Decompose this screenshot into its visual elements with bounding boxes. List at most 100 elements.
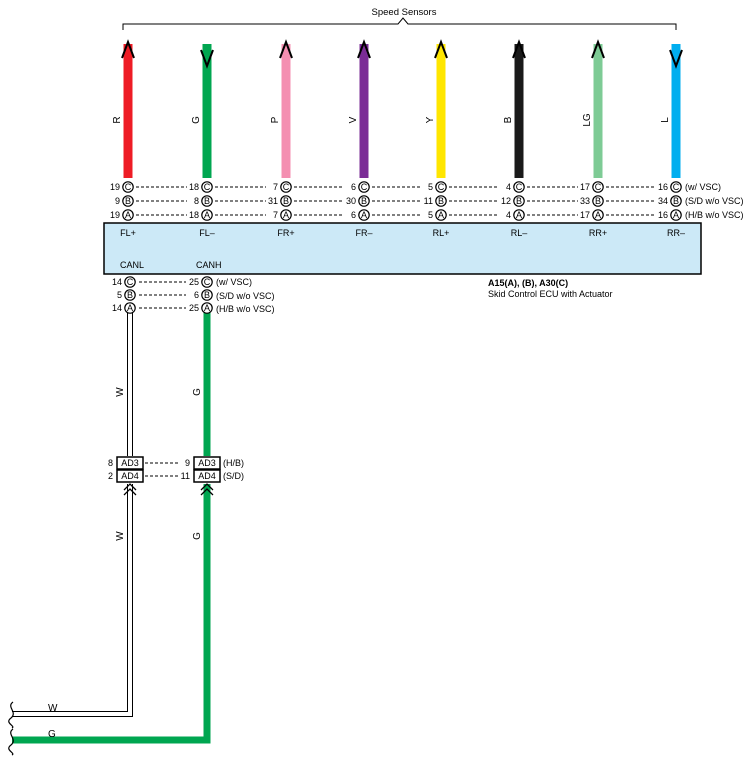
junction-right-ad3-label: AD3 [198,458,216,468]
connector-letter: B [204,196,210,206]
wire-color-label: R [112,116,123,123]
connector-pin-C [435,181,447,193]
connector-letter: C [361,182,368,192]
connector-letter: A [595,210,601,220]
arrow-up-icon [512,39,526,59]
connector-letter: A [361,210,367,220]
can-g-label-bottom: G [48,729,56,740]
connector-letter: C [283,182,290,192]
junction-right-ad4-label: AD4 [198,471,216,481]
pin-number: 4 [506,182,511,192]
wire-break-mark [8,728,14,756]
pin-number: 7 [273,210,278,220]
connector-pin-B [670,195,682,207]
pin-number: 5 [428,210,433,220]
speed-sensors-title: Speed Sensors [372,7,437,18]
pin-number: 31 [268,196,278,206]
can-connector-pin-C [201,276,213,288]
connector-letter: B [283,196,289,206]
junction-right-ad4 [193,469,221,483]
pin-number: 19 [110,182,120,192]
sensor-wire-RL–: B [503,39,526,178]
arrow-up-icon [357,39,371,59]
connector-letter: C [127,277,134,287]
wire-color-label: L [660,117,671,123]
sensor-wire-RR–: L [660,44,683,178]
connector-pin-A [670,209,682,221]
connector-letter: A [283,210,289,220]
connector-letter: A [125,210,131,220]
can-g-wire [12,312,211,744]
connector-pin-A [280,209,292,221]
can-connector-pin-C [124,276,136,288]
pin-number: 11 [424,196,433,206]
junction-left-ad3 [116,456,144,470]
wire-color-label: Y [425,116,436,123]
connector-pin-B [592,195,604,207]
top-note-c: (w/ VSC) [685,182,721,192]
junction-right-pin: 9 [185,458,190,468]
sensor-wire-FL+: R [112,39,135,178]
top-note-b: (S/D w/o VSC) [685,196,744,206]
connector-pin-B [358,195,370,207]
connector-letter: C [204,182,211,192]
top-note-a: (H/B w/o VSC) [685,210,744,220]
ecu-description: Skid Control ECU with Actuator [488,289,613,299]
connector-letter: B [127,290,133,300]
connector-letter: C [125,182,132,192]
ecu-box [103,222,702,275]
ecu-terminal-FR+: FR+ [277,228,294,238]
bottom-note-a: (H/B w/o VSC) [216,304,275,314]
junction-right-ad3 [193,456,221,470]
connector-letter: B [204,290,210,300]
ecu-terminal-RL–: RL– [511,228,528,238]
pin-number: 16 [658,210,668,220]
arrow-up-icon [121,39,135,59]
can-w-label-bottom: W [48,703,58,714]
can-connector-pin-A [201,302,213,314]
arrow-up-icon [591,39,605,59]
connector-pin-A [513,209,525,221]
connector-letter: B [516,196,522,206]
arrow-down-icon [669,49,683,69]
can-w-label-lower: W [115,531,126,541]
connector-letter: C [204,277,211,287]
wire-color-label: LG [582,113,593,127]
wire-color-label: V [348,116,359,123]
connector-pin-B [122,195,134,207]
junction-left-pin: 2 [108,471,113,481]
pin-number: 18 [189,210,199,220]
pin-number: 25 [189,303,199,313]
pin-number: 5 [428,182,433,192]
arrow-up-icon [434,39,448,59]
ecu-terminal-RR+: RR+ [589,228,607,238]
can-connector-pin-B [124,289,136,301]
can-g-label-upper: G [192,388,203,396]
junction-left-ad3-label: AD3 [121,458,139,468]
can-w-label-upper: W [115,387,126,397]
pin-number: 16 [658,182,668,192]
junction-connectors [116,456,221,496]
ecu-terminal-RR–: RR– [667,228,685,238]
bottom-note-b: (S/D w/o VSC) [216,291,275,301]
bottom-note-c: (w/ VSC) [216,277,252,287]
ecu-terminal-FL–: FL– [199,228,215,238]
sensor-wire-FR–: V [348,39,371,178]
pin-number: 14 [112,277,122,287]
connector-pin-C [358,181,370,193]
connector-letter: A [516,210,522,220]
wire-color-label: B [503,116,514,123]
ecu-terminal-RL+: RL+ [433,228,450,238]
connector-letter: B [361,196,367,206]
pin-number: 34 [658,196,668,206]
can-connector-pin-B [201,289,213,301]
connector-letter: C [595,182,602,192]
connector-pin-C [592,181,604,193]
ecu-terminal-FL+: FL+ [120,228,136,238]
connector-pin-A [201,209,213,221]
connector-letter: C [673,182,680,192]
pin-number: 33 [580,196,590,206]
wire-body [123,44,133,178]
